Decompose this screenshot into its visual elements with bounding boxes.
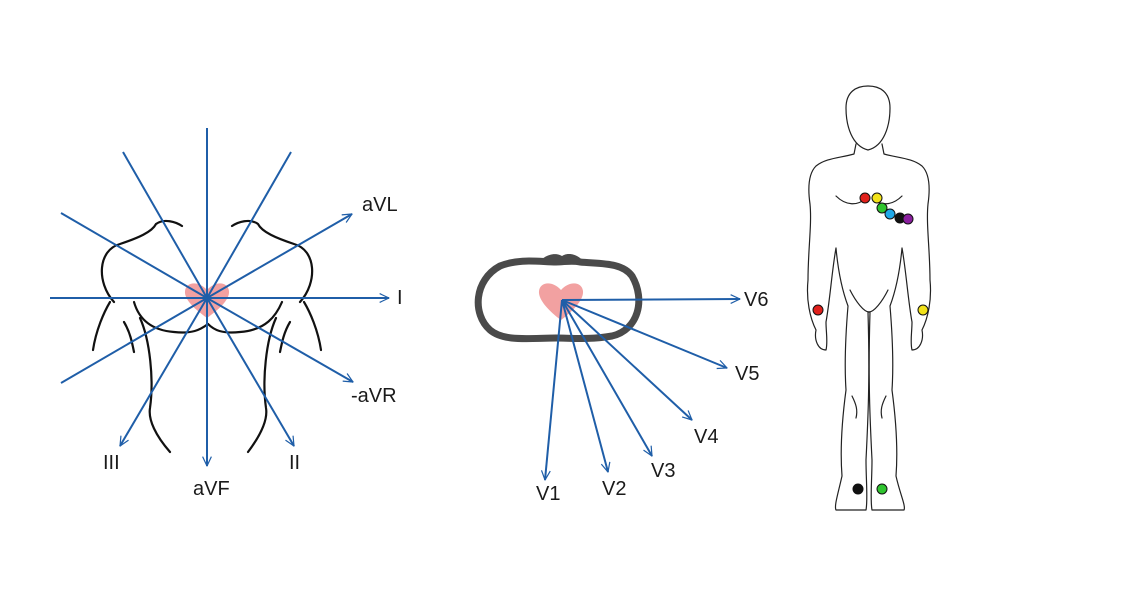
figure-knees — [851, 395, 887, 419]
frontal-plane-diagram: aVL I -aVR II aVF III — [50, 128, 403, 500]
lead-vector-ii — [206, 297, 295, 446]
lead-vector-avl — [206, 213, 352, 299]
electrode-v2 — [871, 192, 883, 204]
figure-head — [845, 85, 891, 151]
lead-label-avf: aVF — [193, 478, 230, 500]
lead-vector-minus-avr — [206, 297, 353, 383]
electrode-la — [917, 304, 929, 316]
electrode-ll — [876, 483, 888, 495]
electrode-v6 — [902, 213, 914, 225]
frontal-axes — [50, 128, 292, 384]
lead-vector-v3 — [561, 299, 653, 456]
lead-label-ii: II — [289, 452, 300, 474]
electrode-ra — [812, 304, 824, 316]
lead-label-iii: III — [103, 452, 120, 474]
lead-vector-v1 — [545, 299, 563, 480]
lead-vector-iii — [119, 297, 208, 446]
body-figure — [806, 85, 932, 511]
lead-vector-v2 — [561, 299, 608, 472]
lead-label-v1: V1 — [536, 483, 560, 505]
lead-label-v3: V3 — [651, 460, 675, 482]
lead-vector-v6 — [561, 299, 740, 300]
electrode-v1 — [859, 192, 871, 204]
lead-vector-v5 — [561, 299, 727, 368]
spine-bump — [538, 254, 584, 264]
horizontal-plane-diagram: V1 V2 V3 V4 V5 V6 — [474, 254, 768, 505]
figure-pelvis — [849, 289, 889, 313]
lead-label-v5: V5 — [735, 363, 759, 385]
electrode-v3 — [876, 202, 888, 214]
lead-label-minus-avr: -aVR — [351, 385, 397, 407]
electrode-v4 — [884, 208, 896, 220]
electrode-rl — [852, 483, 864, 495]
lead-label-v2: V2 — [602, 478, 626, 500]
lead-label-i: I — [397, 287, 403, 309]
torso-outline — [91, 219, 323, 454]
lead-label-avl: aVL — [362, 194, 398, 216]
lead-label-v6: V6 — [744, 289, 768, 311]
lead-label-v4: V4 — [694, 426, 718, 448]
lead-vector-v4 — [561, 299, 692, 420]
